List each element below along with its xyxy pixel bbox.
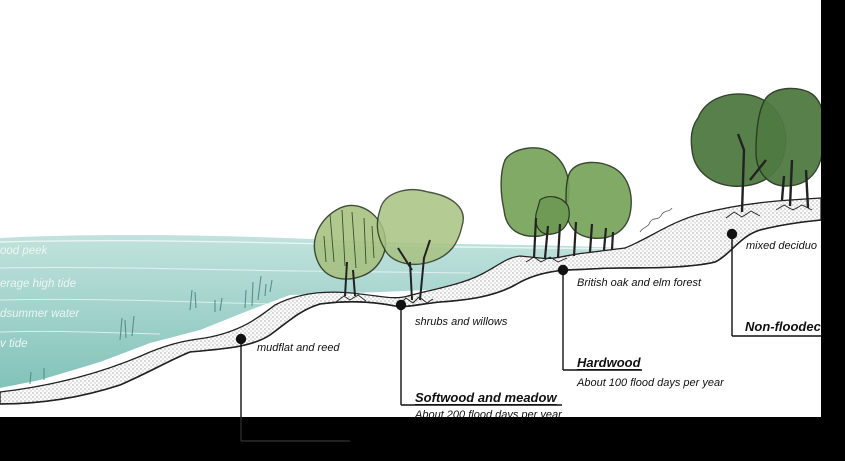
zone-label-mixed-deciduous: mixed deciduo bbox=[746, 240, 817, 252]
category-subtitle-softwood: About 200 flood days per year bbox=[415, 409, 562, 417]
leader-lines bbox=[235, 228, 821, 417]
willow-trees bbox=[313, 189, 464, 305]
reeds bbox=[29, 275, 273, 385]
water-level-average-high-tide: erage high tide bbox=[0, 278, 77, 290]
oak-elm-trees bbox=[500, 147, 632, 263]
water-level-low-tide: v tide bbox=[0, 338, 28, 350]
category-title-hardwood: Hardwood bbox=[577, 355, 641, 370]
cross-section-drawing bbox=[0, 87, 821, 417]
floodplain-section-diagram: ood peek erage high tide dsummer water v… bbox=[0, 0, 821, 417]
category-subtitle-hardwood: About 100 flood days per year bbox=[577, 377, 724, 389]
water-level-midsummer: dsummer water bbox=[0, 308, 80, 320]
high-tide-line bbox=[0, 266, 471, 274]
low-tide-line bbox=[0, 330, 161, 335]
category-title-softwood: Softwood and meadow bbox=[415, 390, 557, 405]
zone-label-oak-elm: British oak and elm forest bbox=[577, 277, 702, 289]
zone-label-mudflat: mudflat and reed bbox=[257, 342, 340, 354]
water-level-flood-peak: ood peek bbox=[0, 245, 48, 257]
category-title-non-flooded: Non-floodec bbox=[745, 319, 821, 334]
mixed-deciduous-trees bbox=[690, 87, 821, 219]
zone-label-shrubs: shrubs and willows bbox=[415, 316, 508, 328]
